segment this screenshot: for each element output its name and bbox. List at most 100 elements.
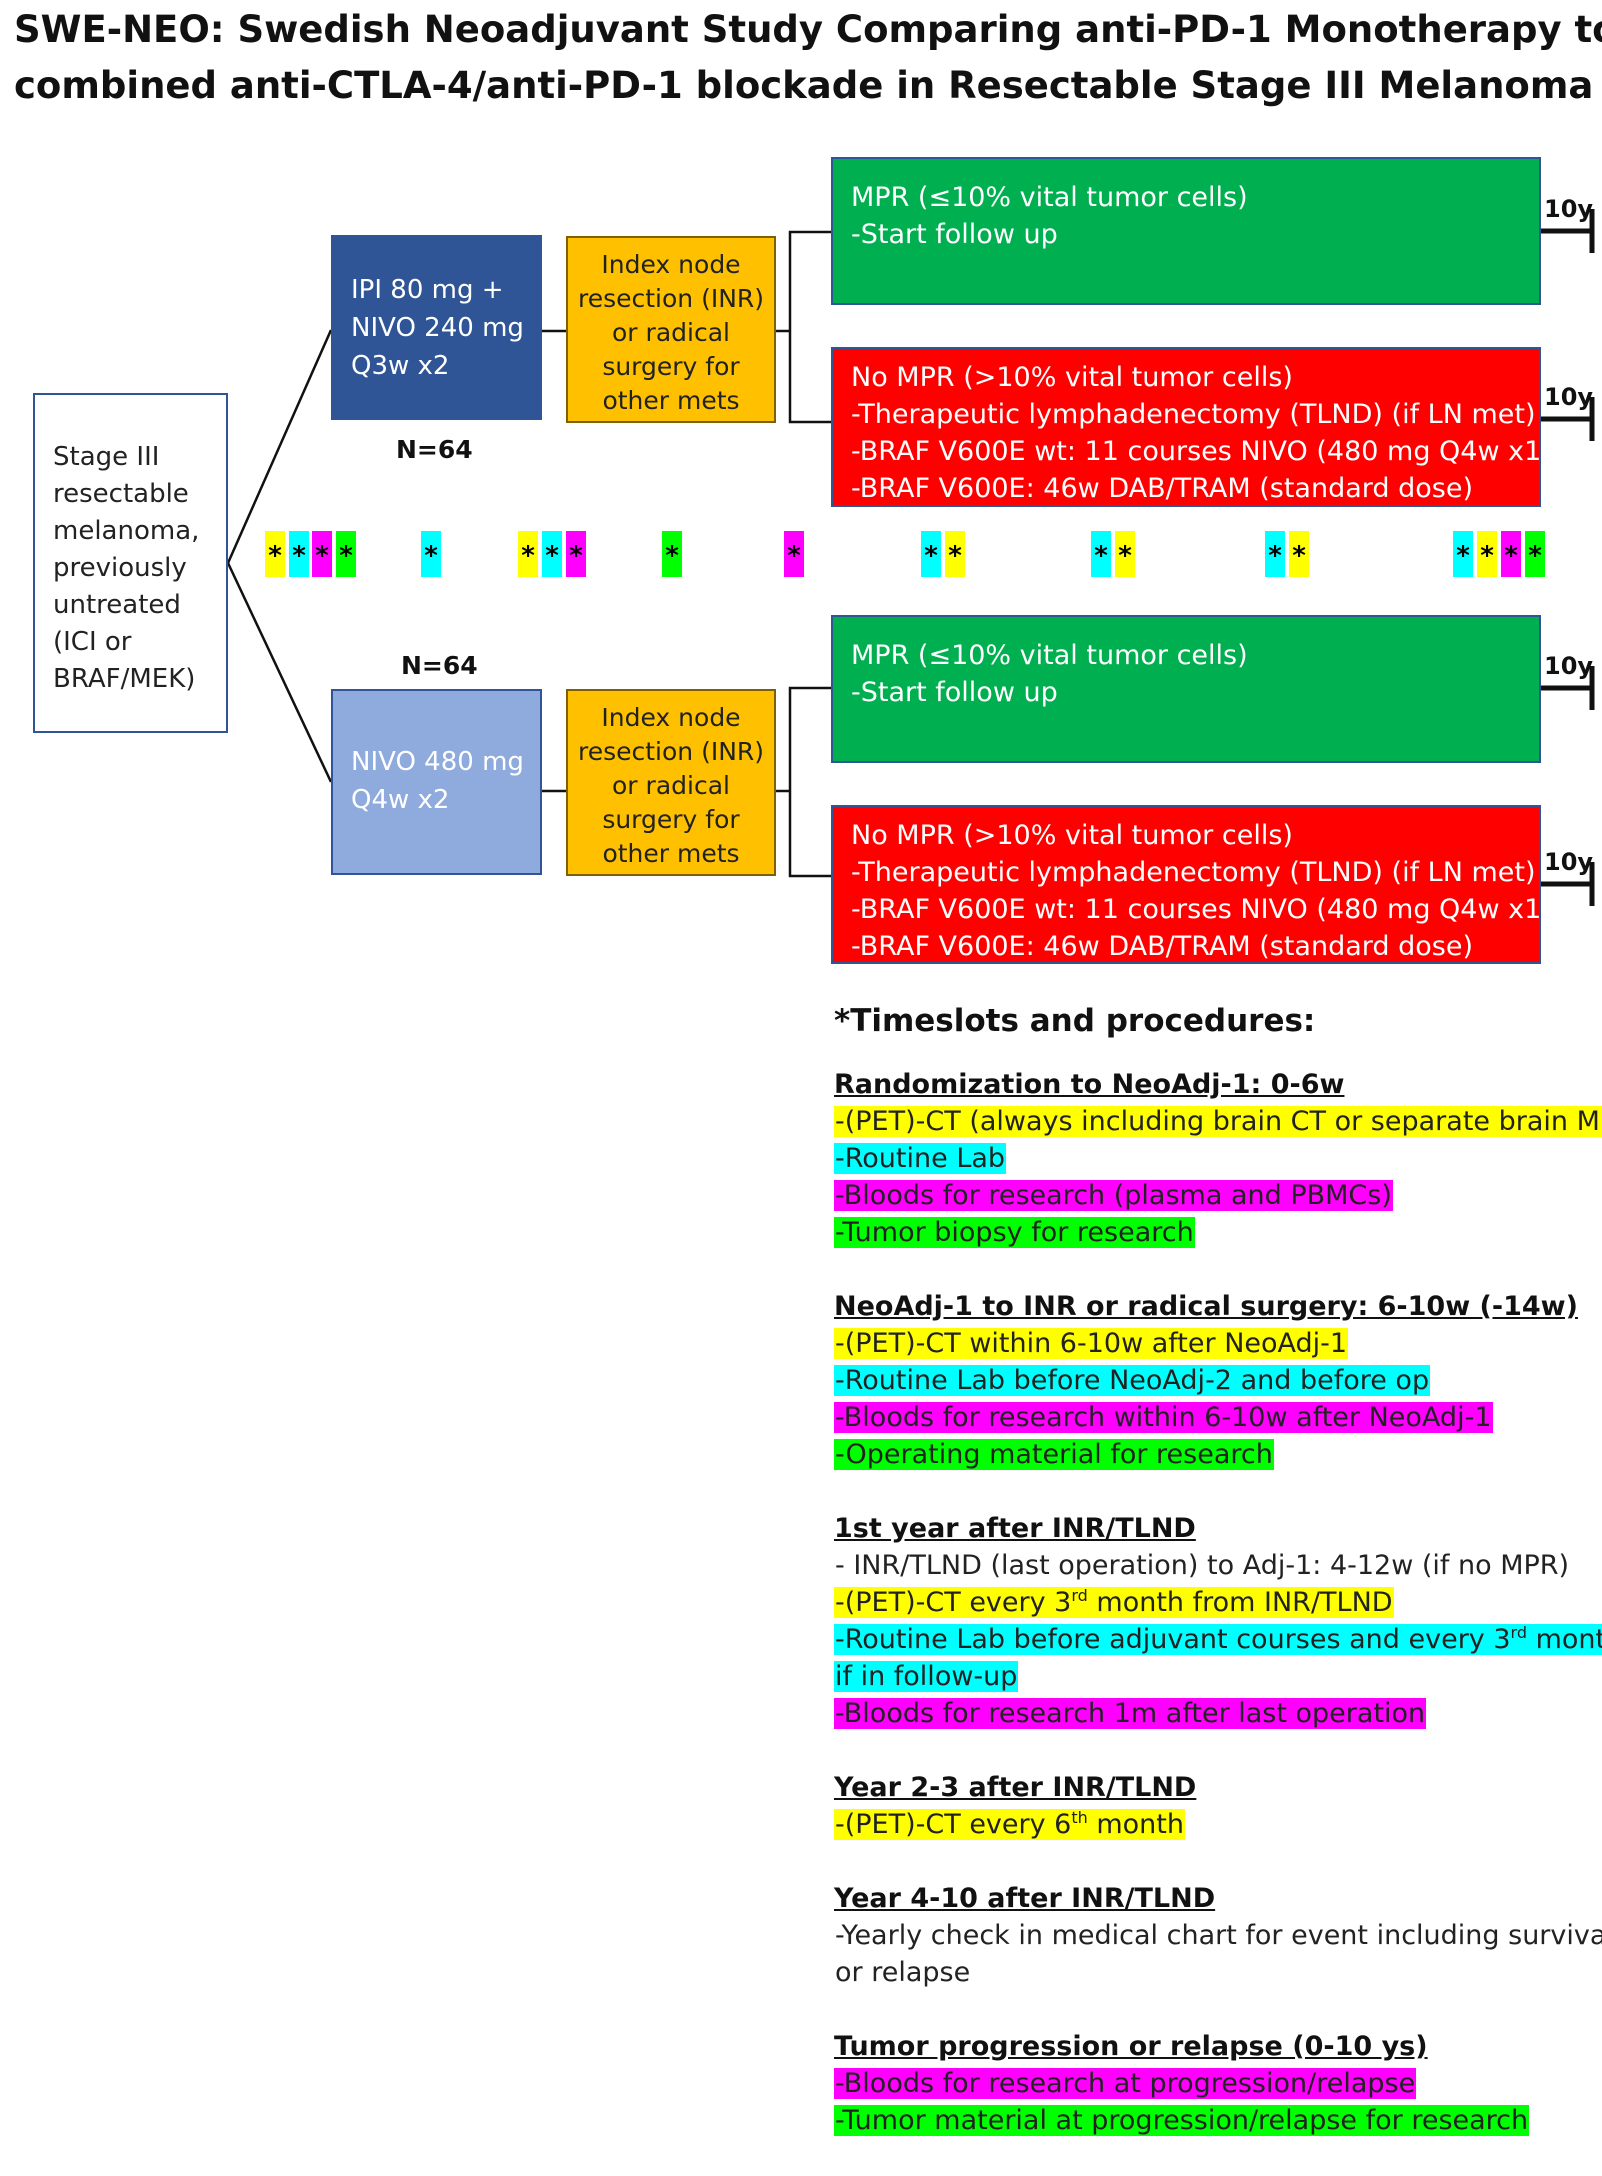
legend-item: - INR/TLND (last operation) to Adj-1: 4-… bbox=[834, 1547, 1570, 1584]
legend-item: -Operating material for research bbox=[834, 1436, 1274, 1473]
timeline-star-yellow: * bbox=[1477, 531, 1497, 577]
inr-line: Index node bbox=[601, 250, 741, 279]
legend-section-heading: NeoAdj-1 to INR or radical surgery: 6-10… bbox=[834, 1291, 1578, 1322]
inr-line: surgery for bbox=[602, 805, 740, 834]
legend-section: Randomization to NeoAdj-1: 0-6w -(PET)-CT… bbox=[834, 1066, 1602, 1251]
title-line-1: SWE-NEO: Swedish Neoadjuvant Study Compa… bbox=[14, 8, 1602, 51]
legend-item-text: -Bloods for research 1m after last opera… bbox=[834, 1698, 1427, 1729]
stage-line: untreated bbox=[53, 590, 181, 620]
timeline-star-cyan: * bbox=[542, 531, 562, 577]
inr-line: Index node bbox=[601, 703, 741, 732]
legend-section: Tumor progression or relapse (0-10 ys) -B… bbox=[834, 2028, 1594, 2139]
followup-10y-label: 10y bbox=[1544, 383, 1594, 411]
arm2-line: NIVO 480 mg bbox=[351, 747, 524, 777]
legend-item-text: -Tumor material at progression/relapse f… bbox=[834, 2105, 1530, 2136]
inr-line: other mets bbox=[602, 386, 740, 415]
mpr-line: MPR (≤10% vital tumor cells) bbox=[851, 182, 1248, 213]
legend-sections: Randomization to NeoAdj-1: 0-6w -(PET)-CT… bbox=[834, 1066, 1602, 2139]
legend-section-heading: Tumor progression or relapse (0-10 ys) bbox=[834, 2031, 1428, 2062]
legend-section-heading: Randomization to NeoAdj-1: 0-6w bbox=[834, 1069, 1345, 1100]
mpr-line: -Start follow up bbox=[851, 677, 1058, 708]
legend-item-text: - INR/TLND (last operation) to Adj-1: 4-… bbox=[835, 1550, 1570, 1581]
legend-item-text: -(PET)-CT within 6-10w after NeoAdj-1 bbox=[834, 1328, 1349, 1359]
legend-item-text: -(PET)-CT every 6th month bbox=[834, 1808, 1185, 1840]
stage-line: previously bbox=[53, 553, 187, 583]
legend-item-text: -Bloods for research at progression/rela… bbox=[834, 2068, 1417, 2099]
arm1-ipi-nivo-box: IPI 80 mg + NIVO 240 mg Q3w x2 bbox=[331, 235, 542, 420]
legend-item-text: -Bloods for research (plasma and PBMCs) bbox=[834, 1180, 1393, 1211]
no-mpr-line: -BRAF V600E wt: 11 courses NIVO (480 mg … bbox=[851, 436, 1570, 467]
timeline-star-yellow: * bbox=[518, 531, 538, 577]
inr-box-arm2: Index node resection (INR) or radical su… bbox=[566, 689, 776, 876]
legend-item: -Routine Lab before adjuvant courses and… bbox=[834, 1621, 1602, 1658]
inr-line: other mets bbox=[602, 839, 740, 868]
legend-section: NeoAdj-1 to INR or radical surgery: 6-10… bbox=[834, 1288, 1594, 1473]
legend-item-text: -Yearly check in medical chart for event… bbox=[835, 1920, 1602, 1951]
timeline-star-yellow: * bbox=[945, 531, 965, 577]
legend-item-text: if in follow-up bbox=[834, 1661, 1019, 1692]
stage-iii-box: Stage III resectable melanoma, previousl… bbox=[33, 393, 228, 733]
inr-line: resection (INR) bbox=[577, 284, 765, 313]
legend-section-heading: 1st year after INR/TLND bbox=[834, 1513, 1196, 1544]
followup-10y-label: 10y bbox=[1544, 195, 1594, 223]
no-mpr-line: -BRAF V600E: 46w DAB/TRAM (standard dose… bbox=[851, 473, 1473, 504]
legend-item: -Routine Lab bbox=[834, 1140, 1007, 1177]
timeline-star-magenta: * bbox=[312, 531, 332, 577]
no-mpr-line: -BRAF V600E: 46w DAB/TRAM (standard dose… bbox=[851, 931, 1473, 962]
timeline-star-green: * bbox=[662, 531, 682, 577]
arm1-n-label: N=64 bbox=[396, 435, 473, 464]
bracket-inr1-outcomes bbox=[788, 230, 831, 424]
legend-section: Year 4-10 after INR/TLND-Yearly check in… bbox=[834, 1880, 1602, 1991]
legend-item-text: or relapse bbox=[835, 1957, 971, 1988]
no-mpr-line: -Therapeutic lymphadenectomy (TLND) (if … bbox=[851, 399, 1536, 430]
arm1-line: IPI 80 mg + bbox=[351, 275, 504, 305]
timeline-star-green: * bbox=[336, 531, 356, 577]
inr-line: or radical bbox=[612, 771, 730, 800]
legend-item: -(PET)-CT every 3rd month from INR/TLND bbox=[834, 1584, 1394, 1621]
inr-box-arm1: Index node resection (INR) or radical su… bbox=[566, 236, 776, 423]
no-mpr-line: No MPR (>10% vital tumor cells) bbox=[851, 362, 1293, 393]
stage-line: melanoma, bbox=[53, 516, 200, 546]
timeline-star-green: * bbox=[1525, 531, 1545, 577]
arm2-nivo-box: NIVO 480 mg Q4w x2 bbox=[331, 689, 542, 875]
legend-item: -Tumor material at progression/relapse f… bbox=[834, 2102, 1530, 2139]
legend-section-heading: Year 2-3 after INR/TLND bbox=[834, 1772, 1197, 1803]
legend-item: -(PET)-CT every 6th month bbox=[834, 1806, 1185, 1843]
timeline-star-yellow: * bbox=[1115, 531, 1135, 577]
timeline-star-cyan: * bbox=[1265, 531, 1285, 577]
arm2-n-label: N=64 bbox=[401, 651, 478, 680]
connector-stage-arm1 bbox=[226, 329, 333, 564]
page-title: SWE-NEO: Swedish Neoadjuvant Study Compa… bbox=[14, 2, 1602, 114]
legend-item: -(PET)-CT within 6-10w after NeoAdj-1 bbox=[834, 1325, 1349, 1362]
stage-line: (ICI or bbox=[53, 627, 132, 657]
timeline-star-cyan: * bbox=[1091, 531, 1111, 577]
legend-item-text: -(PET)-CT every 3rd month from INR/TLND bbox=[834, 1586, 1394, 1618]
mpr-box-arm2: MPR (≤10% vital tumor cells) -Start foll… bbox=[831, 615, 1541, 763]
inr-line: or radical bbox=[612, 318, 730, 347]
timeline-star-magenta: * bbox=[784, 531, 804, 577]
legend-item-text: -Routine Lab before adjuvant courses and… bbox=[834, 1624, 1602, 1655]
legend-item: if in follow-up bbox=[834, 1658, 1019, 1695]
timeline-star-yellow: * bbox=[1289, 531, 1309, 577]
connector-stage-arm2 bbox=[226, 562, 333, 783]
bracket-inr2-outcomes bbox=[788, 686, 831, 878]
legend-item-text: -Tumor biopsy for research bbox=[834, 1217, 1195, 1248]
no-mpr-box-arm2: No MPR (>10% vital tumor cells) -Therape… bbox=[831, 805, 1569, 964]
arm2-line: Q4w x2 bbox=[351, 785, 450, 815]
legend-item: -Yearly check in medical chart for event… bbox=[834, 1917, 1602, 1954]
legend-item: -Bloods for research within 6-10w after … bbox=[834, 1399, 1493, 1436]
timeline-star-cyan: * bbox=[921, 531, 941, 577]
legend-item-superscript: rd bbox=[1510, 1623, 1527, 1642]
timeslots-legend: *Timeslots and procedures: Randomization… bbox=[834, 1003, 1602, 2176]
arm1-line: Q3w x2 bbox=[351, 351, 450, 381]
followup-10y-label: 10y bbox=[1544, 848, 1594, 876]
no-mpr-line: -Therapeutic lymphadenectomy (TLND) (if … bbox=[851, 857, 1536, 888]
no-mpr-line: No MPR (>10% vital tumor cells) bbox=[851, 820, 1293, 851]
legend-item-text: -(PET)-CT (always including brain CT or … bbox=[834, 1106, 1602, 1137]
legend-item: or relapse bbox=[834, 1954, 971, 1991]
timeline-star-magenta: * bbox=[1501, 531, 1521, 577]
legend-item-text: -Routine Lab before NeoAdj-2 and before … bbox=[834, 1365, 1431, 1396]
legend-section: 1st year after INR/TLND - INR/TLND (last … bbox=[834, 1510, 1602, 1732]
legend-item: -Bloods for research at progression/rela… bbox=[834, 2065, 1417, 2102]
